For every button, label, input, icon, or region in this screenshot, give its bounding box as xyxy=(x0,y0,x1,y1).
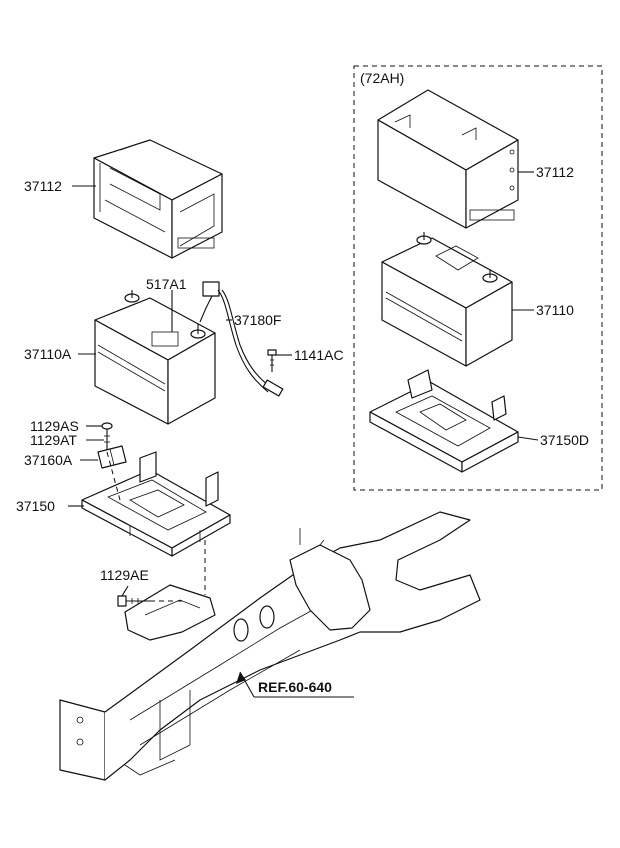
battery-cover-right[interactable] xyxy=(377,89,519,229)
frame-hole xyxy=(259,605,275,629)
callout-37110: 37110 xyxy=(536,302,574,318)
callout-37160a: 37160A xyxy=(24,452,73,468)
callout-37112-right: 37112 xyxy=(536,164,574,180)
body-frame xyxy=(59,511,481,781)
callout-37150d: 37150D xyxy=(540,432,589,448)
callout-1129as: 1129AS xyxy=(30,418,79,434)
battery-right[interactable] xyxy=(381,232,513,367)
callout-37150: 37150 xyxy=(16,498,55,514)
leader-lines xyxy=(68,171,539,698)
variant-box-label: (72AH) xyxy=(360,70,404,86)
clamp-bolt[interactable] xyxy=(101,422,113,452)
callout-37110a: 37110A xyxy=(24,346,72,362)
callout-37112-left: 37112 xyxy=(24,178,62,194)
callout-1129ae: 1129AE xyxy=(100,567,149,583)
callout-labels: 37112 517A1 37180F 37110A 1141AC 1129AS … xyxy=(16,164,589,695)
battery-tray-right[interactable] xyxy=(369,369,519,473)
callout-37180f: 37180F xyxy=(234,312,281,328)
battery-left[interactable] xyxy=(94,290,216,425)
frame-hole xyxy=(233,618,249,642)
sensor-label-patch xyxy=(151,331,179,347)
battery-cable[interactable] xyxy=(199,281,284,397)
battery-tray-left[interactable] xyxy=(81,451,231,557)
bolt-1141ac[interactable] xyxy=(267,349,277,372)
ref-label[interactable]: REF.60-640 xyxy=(258,679,332,695)
callout-1129at: 1129AT xyxy=(30,432,77,448)
variant-box: (72AH) xyxy=(353,65,603,491)
battery-clamp[interactable] xyxy=(97,445,127,469)
callout-1141ac: 1141AC xyxy=(294,347,344,363)
callout-517a1: 517A1 xyxy=(146,276,187,292)
battery-cover-left[interactable] xyxy=(93,139,223,259)
